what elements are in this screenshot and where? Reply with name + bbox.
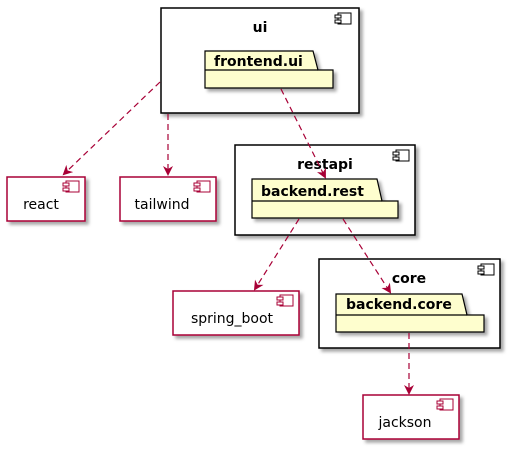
tailwind-label: tailwind [135,197,190,213]
ui-component[interactable]: ui frontend.ui [160,7,360,114]
backend-core-package-label: backend.core [346,297,452,313]
jackson-label: jackson [377,415,431,431]
backend-rest-package[interactable]: backend.rest [251,178,399,219]
dependency-arrow-rest-spring [253,218,300,291]
component-icon [276,294,294,307]
backend-rest-package-label: backend.rest [261,184,364,200]
component-icon [334,12,352,25]
frontend-ui-package[interactable]: frontend.ui [204,50,334,89]
restapi-component-title: restapi [297,157,353,173]
ui-component-title: ui [253,20,268,36]
component-icon [62,180,80,193]
spring-boot-label: spring_boot [191,311,274,327]
restapi-component[interactable]: restapi backend.rest [234,144,416,236]
dependency-arrow-ui-react [62,81,161,176]
jackson-component[interactable]: jackson [362,394,460,440]
dependency-arrow-frontend-rest [280,88,326,179]
component-icon [392,149,410,162]
react-label: react [23,197,59,213]
core-component[interactable]: core backend.core [318,258,501,349]
component-icon [436,398,454,411]
react-component[interactable]: react [6,176,86,222]
component-icon [477,263,495,276]
dependency-arrow-rest-core [342,218,392,294]
tailwind-component[interactable]: tailwind [119,176,217,222]
component-icon [193,180,211,193]
frontend-ui-package-label: frontend.ui [214,54,303,70]
backend-core-package[interactable]: backend.core [335,293,485,333]
spring-boot-component[interactable]: spring_boot [172,290,300,336]
core-component-title: core [392,271,426,287]
